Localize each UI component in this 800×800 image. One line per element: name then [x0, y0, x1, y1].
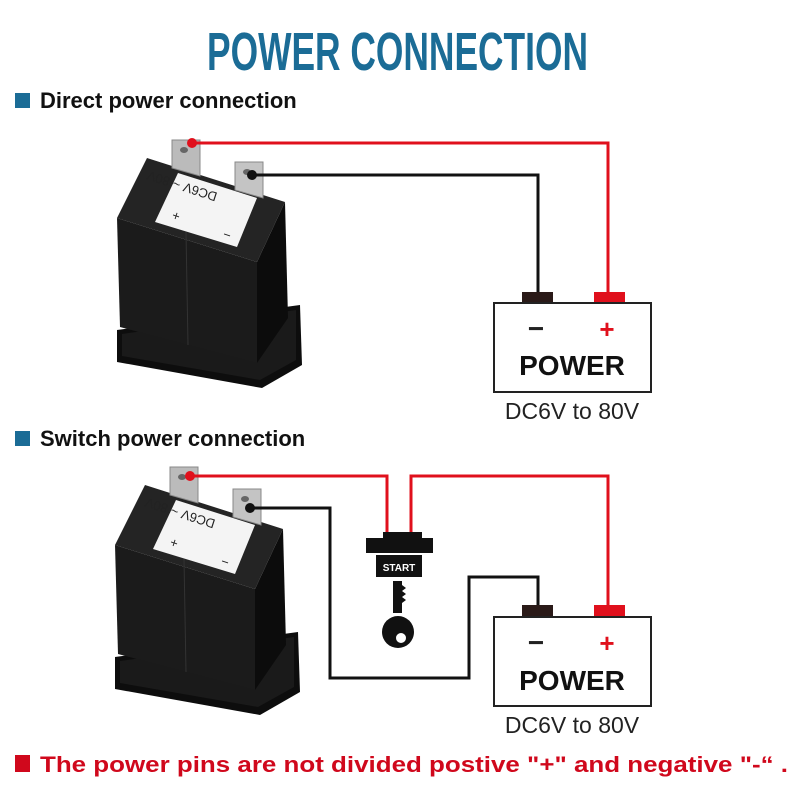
power-box: − + POWER	[493, 292, 652, 393]
bullet-square	[15, 431, 30, 446]
note-bullet	[15, 755, 30, 772]
start-label: START	[383, 563, 416, 574]
page-title: POWER CONNECTION	[207, 22, 588, 82]
polarity-note: The power pins are not divided postive "…	[40, 752, 788, 777]
section-direct: Direct power connection DC6V ~ 80V + − −…	[15, 88, 652, 424]
device-plus-label: +	[170, 208, 182, 225]
device-minus-label: −	[221, 227, 233, 244]
negative-terminal-dot	[245, 503, 255, 513]
red-wire-to-power	[409, 474, 610, 605]
device-minus-label: −	[219, 554, 231, 571]
start-switch: START	[366, 532, 433, 648]
battery-minus: −	[528, 313, 544, 344]
positive-terminal-dot	[185, 471, 195, 481]
power-label: POWER	[519, 350, 625, 381]
key-icon	[382, 581, 414, 648]
hour-meter-device: DC6V ~ 80V + −	[116, 139, 303, 389]
section-switch: Switch power connection DC6V ~ 80V + − S…	[15, 426, 652, 738]
voltage-range: DC6V to 80V	[505, 398, 640, 424]
power-label: POWER	[519, 665, 625, 696]
black-wire	[250, 506, 540, 680]
voltage-range: DC6V to 80V	[505, 712, 640, 738]
hour-meter-device: DC6V ~ 80V + −	[114, 466, 301, 716]
device-plus-label: +	[168, 535, 180, 552]
battery-plus: +	[599, 314, 614, 344]
positive-terminal-dot	[187, 138, 197, 148]
red-wire-to-switch	[190, 474, 389, 532]
battery-plus: +	[599, 628, 614, 658]
negative-terminal-dot	[247, 170, 257, 180]
battery-minus: −	[528, 627, 544, 658]
section-heading: Direct power connection	[40, 88, 297, 113]
red-wire	[192, 141, 610, 292]
section-heading: Switch power connection	[40, 426, 305, 451]
power-box: − + POWER	[493, 605, 652, 707]
bullet-square	[15, 93, 30, 108]
black-wire	[252, 173, 540, 292]
